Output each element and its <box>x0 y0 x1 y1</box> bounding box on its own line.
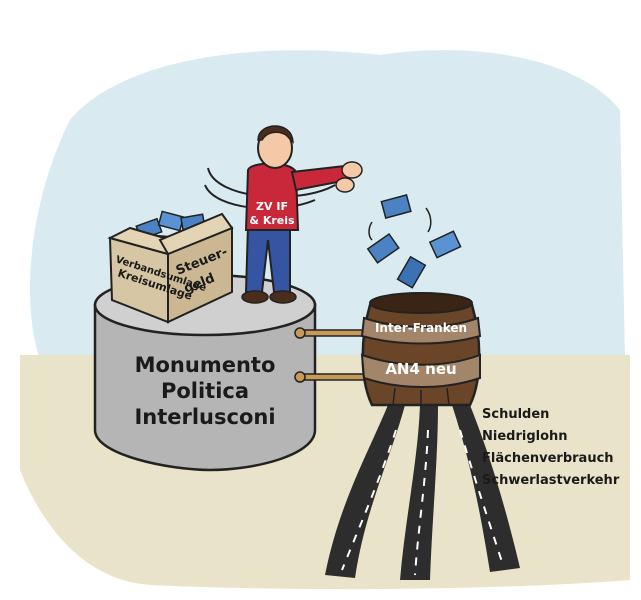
shirt-label-line1: ZV IF <box>256 200 288 213</box>
monument-label-line1: Monumento <box>135 353 276 377</box>
consequences-list: Schulden Niedriglohn Flächenverbrauch Sc… <box>482 407 620 488</box>
barrel-top-label: Inter-Franken <box>375 321 467 335</box>
consequence-item: Niedriglohn <box>482 429 568 444</box>
monument-label-line2: Politica <box>161 379 249 403</box>
monument-label-line3: Interlusconi <box>134 405 275 429</box>
consequence-item: Flächenverbrauch <box>482 451 614 466</box>
flying-money <box>366 193 462 289</box>
barrel-main-label: AN4 neu <box>385 360 456 378</box>
money-box: Verbandsumlage Kreisumlage Steuer- geld <box>107 210 234 324</box>
person-figure: ZV IF & Kreis <box>204 125 363 304</box>
shirt-label-line2: & Kreis <box>249 214 295 227</box>
barrel: Inter-Franken AN4 neu <box>360 292 482 407</box>
roads <box>325 400 520 580</box>
consequence-item: Schulden <box>482 407 549 422</box>
consequence-item: Schwerlastverkehr <box>482 473 620 488</box>
